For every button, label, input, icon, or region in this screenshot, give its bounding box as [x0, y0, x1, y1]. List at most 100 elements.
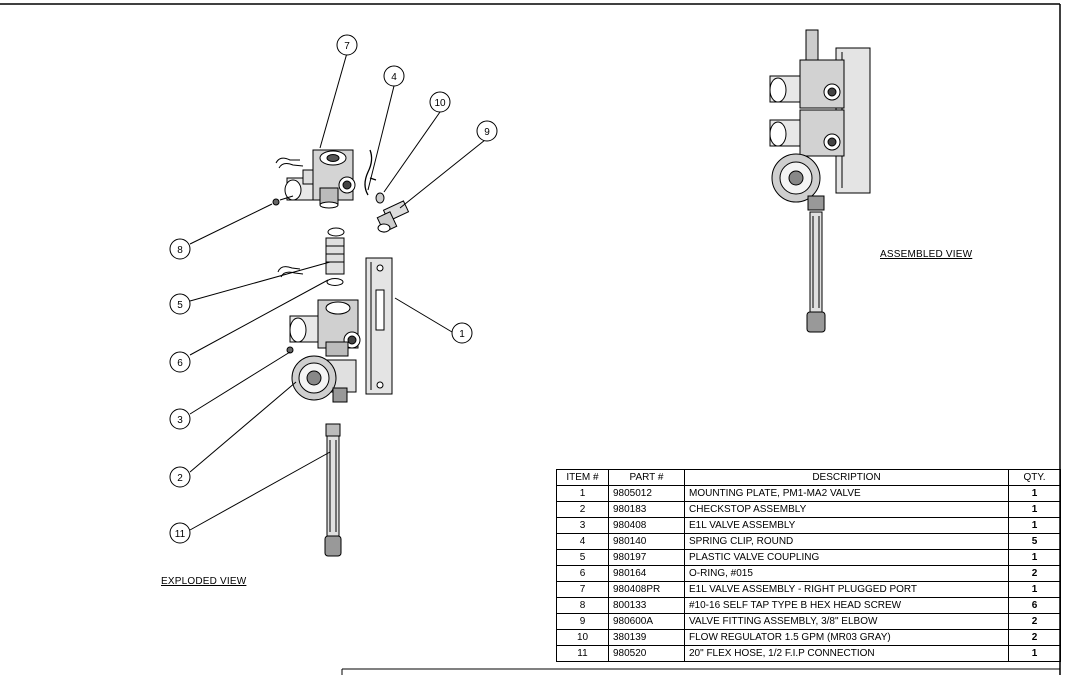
- bom-item: 8: [556, 597, 609, 614]
- bom-header-item: ITEM #: [556, 469, 609, 486]
- bom-description: SPRING CLIP, ROUND: [684, 533, 1009, 550]
- bom-item: 6: [556, 565, 609, 582]
- checkstop-assembly: [291, 355, 357, 403]
- flow-regulator: [375, 192, 385, 204]
- top-valve-assembly: [272, 149, 356, 209]
- bom-qty: 1: [1008, 549, 1061, 566]
- bom-part: 980140: [608, 533, 685, 550]
- bom-description: #10-16 SELF TAP TYPE B HEX HEAD SCREW: [684, 597, 1009, 614]
- callout-6: 6: [169, 351, 191, 373]
- bom-part: 800133: [608, 597, 685, 614]
- callout-11: 11: [169, 522, 191, 544]
- bom-qty: 1: [1008, 501, 1061, 518]
- bom-description: E1L VALVE ASSEMBLY - RIGHT PLUGGED PORT: [684, 581, 1009, 598]
- bom-item: 5: [556, 549, 609, 566]
- svg-text:6: 6: [177, 358, 183, 369]
- bom-part: 980408PR: [608, 581, 685, 598]
- exploded-view: [189, 52, 486, 557]
- callout-4: 4: [383, 65, 405, 87]
- valve-coupling: [277, 227, 345, 286]
- bom-item: 4: [556, 533, 609, 550]
- callout-1: 1: [451, 322, 473, 344]
- bom-header-row: ITEM # PART # DESCRIPTION QTY.: [556, 469, 1061, 486]
- bom-qty: 1: [1008, 517, 1061, 534]
- bom-part: 980164: [608, 565, 685, 582]
- bom-item: 7: [556, 581, 609, 598]
- bom-qty: 5: [1008, 533, 1061, 550]
- bom-header-qty: QTY.: [1008, 469, 1061, 486]
- bom-qty: 6: [1008, 597, 1061, 614]
- flex-hose: [324, 423, 342, 557]
- bom-part: 980197: [608, 549, 685, 566]
- bom-header-description: DESCRIPTION: [684, 469, 1009, 486]
- bom-description: E1L VALVE ASSEMBLY: [684, 517, 1009, 534]
- bom-qty: 2: [1008, 629, 1061, 646]
- assembled-view-label: ASSEMBLED VIEW: [880, 249, 973, 260]
- svg-text:10: 10: [434, 98, 446, 109]
- bom-part: 980600A: [608, 613, 685, 630]
- bom-item: 2: [556, 501, 609, 518]
- bom-item: 11: [556, 645, 609, 662]
- callout-2: 2: [169, 466, 191, 488]
- bom-part: 9805012: [608, 485, 685, 502]
- bom-qty: 1: [1008, 485, 1061, 502]
- bom-description: PLASTIC VALVE COUPLING: [684, 549, 1009, 566]
- svg-text:9: 9: [484, 127, 490, 138]
- bom-part: 980183: [608, 501, 685, 518]
- bom-part: 980408: [608, 517, 685, 534]
- assembled-view: [769, 29, 871, 333]
- bom-qty: 2: [1008, 613, 1061, 630]
- leader-lines: [189, 52, 486, 531]
- exploded-view-label: EXPLODED VIEW: [161, 576, 247, 587]
- svg-text:4: 4: [391, 72, 397, 83]
- svg-text:7: 7: [344, 41, 350, 52]
- bom-part: 980520: [608, 645, 685, 662]
- svg-text:1: 1: [459, 329, 465, 340]
- bom-qty: 1: [1008, 581, 1061, 598]
- callout-3: 3: [169, 408, 191, 430]
- callout-balloons: 7 4 10 9 8 5 6 1 3 2 11: [169, 34, 498, 544]
- spring-clip: [364, 149, 377, 196]
- lower-valve-assembly: [286, 299, 361, 357]
- bom-item: 3: [556, 517, 609, 534]
- bom-item: 9: [556, 613, 609, 630]
- bom-qty: 1: [1008, 645, 1061, 662]
- bom-header-part: PART #: [608, 469, 685, 486]
- bom-item: 1: [556, 485, 609, 502]
- svg-text:3: 3: [177, 415, 183, 426]
- bom-item: 10: [556, 629, 609, 646]
- bom-description: 20" FLEX HOSE, 1/2 F.I.P CONNECTION: [684, 645, 1009, 662]
- bom-description: VALVE FITTING ASSEMBLY, 3/8" ELBOW: [684, 613, 1009, 630]
- elbow-fitting: [376, 200, 410, 233]
- svg-text:5: 5: [177, 300, 183, 311]
- bom-qty: 2: [1008, 565, 1061, 582]
- callout-9: 9: [476, 120, 498, 142]
- callout-7: 7: [336, 34, 358, 56]
- bom-part: 380139: [608, 629, 685, 646]
- bom-description: CHECKSTOP ASSEMBLY: [684, 501, 1009, 518]
- bom-description: FLOW REGULATOR 1.5 GPM (MR03 GRAY): [684, 629, 1009, 646]
- mounting-plate: [365, 257, 393, 395]
- callout-5: 5: [169, 293, 191, 315]
- callout-8: 8: [169, 238, 191, 260]
- bom-description: O-RING, #015: [684, 565, 1009, 582]
- callout-10: 10: [429, 91, 451, 113]
- svg-text:8: 8: [177, 245, 183, 256]
- bom-description: MOUNTING PLATE, PM1-MA2 VALVE: [684, 485, 1009, 502]
- svg-text:11: 11: [175, 529, 186, 540]
- svg-text:2: 2: [177, 473, 183, 484]
